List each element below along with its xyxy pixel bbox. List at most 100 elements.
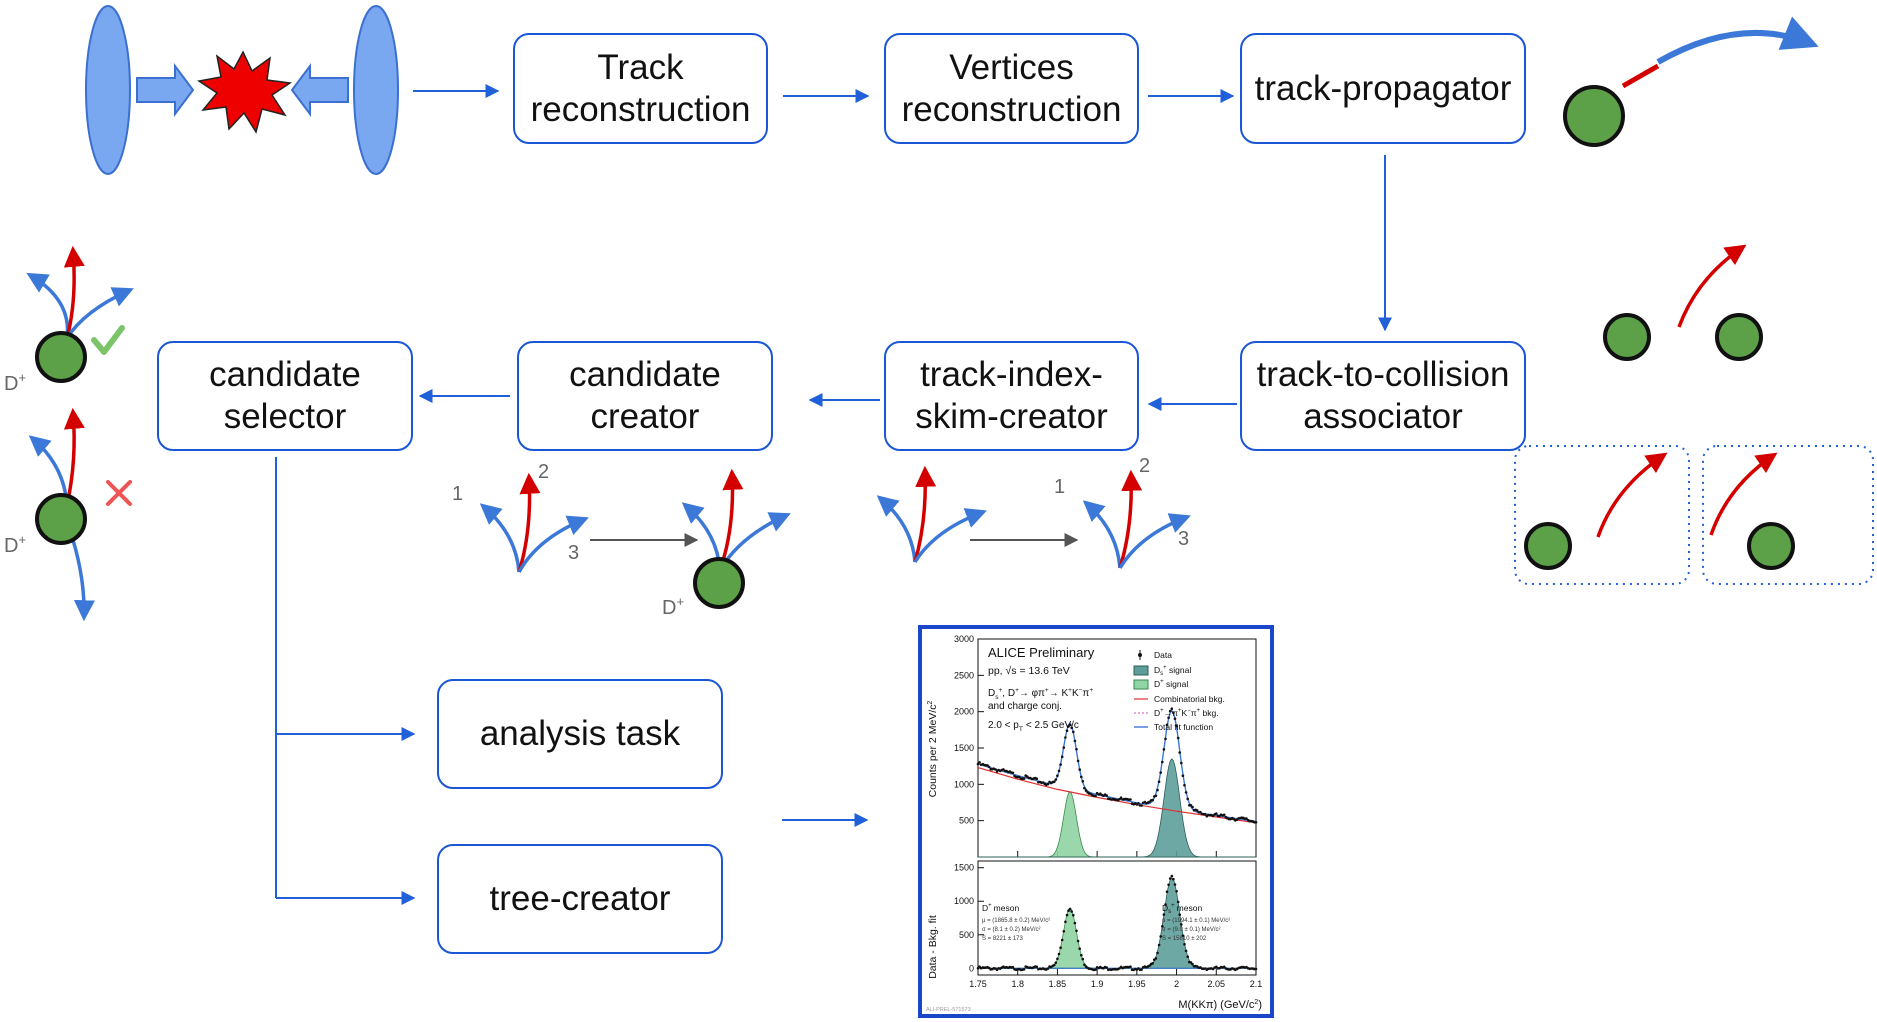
data-point [1191, 805, 1194, 809]
data-point-bottom [1161, 925, 1164, 928]
data-point [1057, 769, 1061, 773]
data-point-bottom [1065, 913, 1069, 917]
data-point-bottom [1083, 963, 1086, 966]
data-point [1072, 730, 1075, 734]
data-point [1203, 812, 1207, 816]
legend-ds-signal: Ds+ signal [1154, 665, 1191, 677]
option-2-track [1709, 452, 1778, 536]
data-point [1167, 716, 1170, 720]
data-point [1105, 794, 1108, 797]
y-tick-label: 2500 [954, 670, 974, 680]
y-tick-label-bottom: 1000 [954, 896, 974, 906]
data-point-bottom [1011, 965, 1015, 969]
data-point [1078, 768, 1081, 771]
analysis-task-box[interactable]: analysis task [437, 679, 723, 789]
legend-total-fit: Total fit function [1154, 722, 1213, 732]
dplus-meson-label: D+meson [982, 903, 1019, 913]
tree-creator-box[interactable]: tree-creator [437, 844, 723, 954]
data-point-bottom [1156, 951, 1159, 955]
xlabel: M(KKπ) (GeV/c2) [1178, 999, 1262, 1011]
track-reconstruction-box[interactable]: Track reconstruction [513, 33, 768, 144]
candidate-vertex-created: D+ [662, 468, 791, 619]
skim-label-3: 3 [1178, 528, 1189, 550]
data-point [1154, 794, 1158, 798]
skim-after-track-2 [1118, 469, 1143, 569]
y-tick-label-bottom: 500 [959, 930, 974, 940]
track-to-collision-associator-box[interactable]: track-to-collision associator [1240, 341, 1526, 451]
vertex-assoc-2 [1715, 313, 1763, 361]
data-point-bottom [1059, 946, 1062, 949]
data-point [1068, 723, 1072, 727]
data-point-bottom [1148, 964, 1151, 967]
data-point-bottom [1157, 943, 1161, 947]
data-point-bottom [1081, 957, 1085, 961]
data-point [1156, 788, 1159, 792]
data-point [978, 761, 981, 764]
data-point [1184, 791, 1188, 794]
legend-data: Data [1154, 650, 1172, 660]
collision-star [197, 50, 293, 134]
collision-illustration [85, 5, 399, 175]
x-tick-label: 1.9 [1091, 979, 1104, 989]
data-point-bottom [1175, 890, 1178, 893]
candidate-selector-box[interactable]: candidate selector [157, 341, 413, 451]
data-point [1129, 798, 1132, 801]
x-tick-label: 1.8 [1011, 979, 1024, 989]
data-point [1165, 723, 1169, 727]
data-point [1084, 789, 1088, 792]
beam-arrow-left [290, 63, 349, 117]
selector-rejected: D+ [4, 407, 132, 622]
data-point-bottom [1078, 947, 1081, 950]
creator-track-2 [517, 472, 541, 573]
skim-after-track-1 [1082, 500, 1122, 569]
data-point [1168, 709, 1172, 713]
x-tick-label: 2.1 [1250, 979, 1263, 989]
candidate-creator-box[interactable]: candidate creator [517, 341, 773, 451]
data-point-bottom [1140, 968, 1143, 971]
creator-label-1: 1 [452, 483, 463, 505]
data-point-bottom [1105, 966, 1108, 969]
data-point [1180, 761, 1183, 765]
data-point [1119, 796, 1123, 799]
track-propagator-box[interactable]: track-propagator [1240, 33, 1526, 144]
data-point [1151, 798, 1154, 802]
ds-meson-label: Ds+meson [1162, 903, 1202, 915]
data-point [976, 762, 980, 766]
ylabel-top: Counts per 2 MeV/c2 [927, 701, 939, 798]
x-tick-label: 1.85 [1049, 979, 1067, 989]
track-index-skim-creator-box[interactable]: track-index- skim-creator [884, 341, 1139, 451]
data-point-bottom [1180, 923, 1183, 926]
ylabel-bottom: Data - Bkg. fit [927, 915, 939, 979]
y-tick-label: 1500 [954, 743, 974, 753]
cand-dplus: D+ [662, 594, 684, 619]
beam-arrow-right [136, 63, 195, 117]
data-point-bottom [1068, 907, 1072, 911]
vertex-option-1 [1524, 522, 1572, 570]
data-point-bottom [1191, 962, 1194, 966]
vertex-option-2 [1747, 522, 1795, 570]
sel-acc-vertex [35, 331, 87, 383]
triplet-skim-after: 1 2 3 [1054, 455, 1191, 569]
signal-fill-ds [978, 758, 1256, 858]
legend-dplus-signal: D+ signal [1154, 679, 1188, 689]
assoc-option-2 [1702, 445, 1874, 585]
data-point [1222, 813, 1226, 817]
data-point-bottom [1057, 952, 1061, 956]
beam-right [353, 5, 399, 175]
creator-track-1 [479, 503, 521, 573]
plot-conj: and charge conj. [988, 701, 1062, 712]
data-point-bottom [1151, 962, 1154, 965]
data-point [1083, 786, 1086, 790]
dplus-fit-sigma: σ = (8.1 ± 0.2) MeV/c² [982, 927, 1041, 933]
data-point-bottom [1067, 909, 1070, 912]
y-tick-label: 2000 [954, 707, 974, 717]
vertices-reconstruction-box[interactable]: Vertices reconstruction [884, 33, 1139, 144]
y-tick-label: 1000 [954, 779, 974, 789]
data-point [1189, 804, 1193, 807]
cand-vertex [693, 557, 745, 609]
data-point-bottom [1094, 968, 1097, 971]
plot-decay: Ds+, D+→ φπ+→ K+K−π+ [988, 687, 1093, 701]
vertex-propagator [1563, 85, 1625, 147]
